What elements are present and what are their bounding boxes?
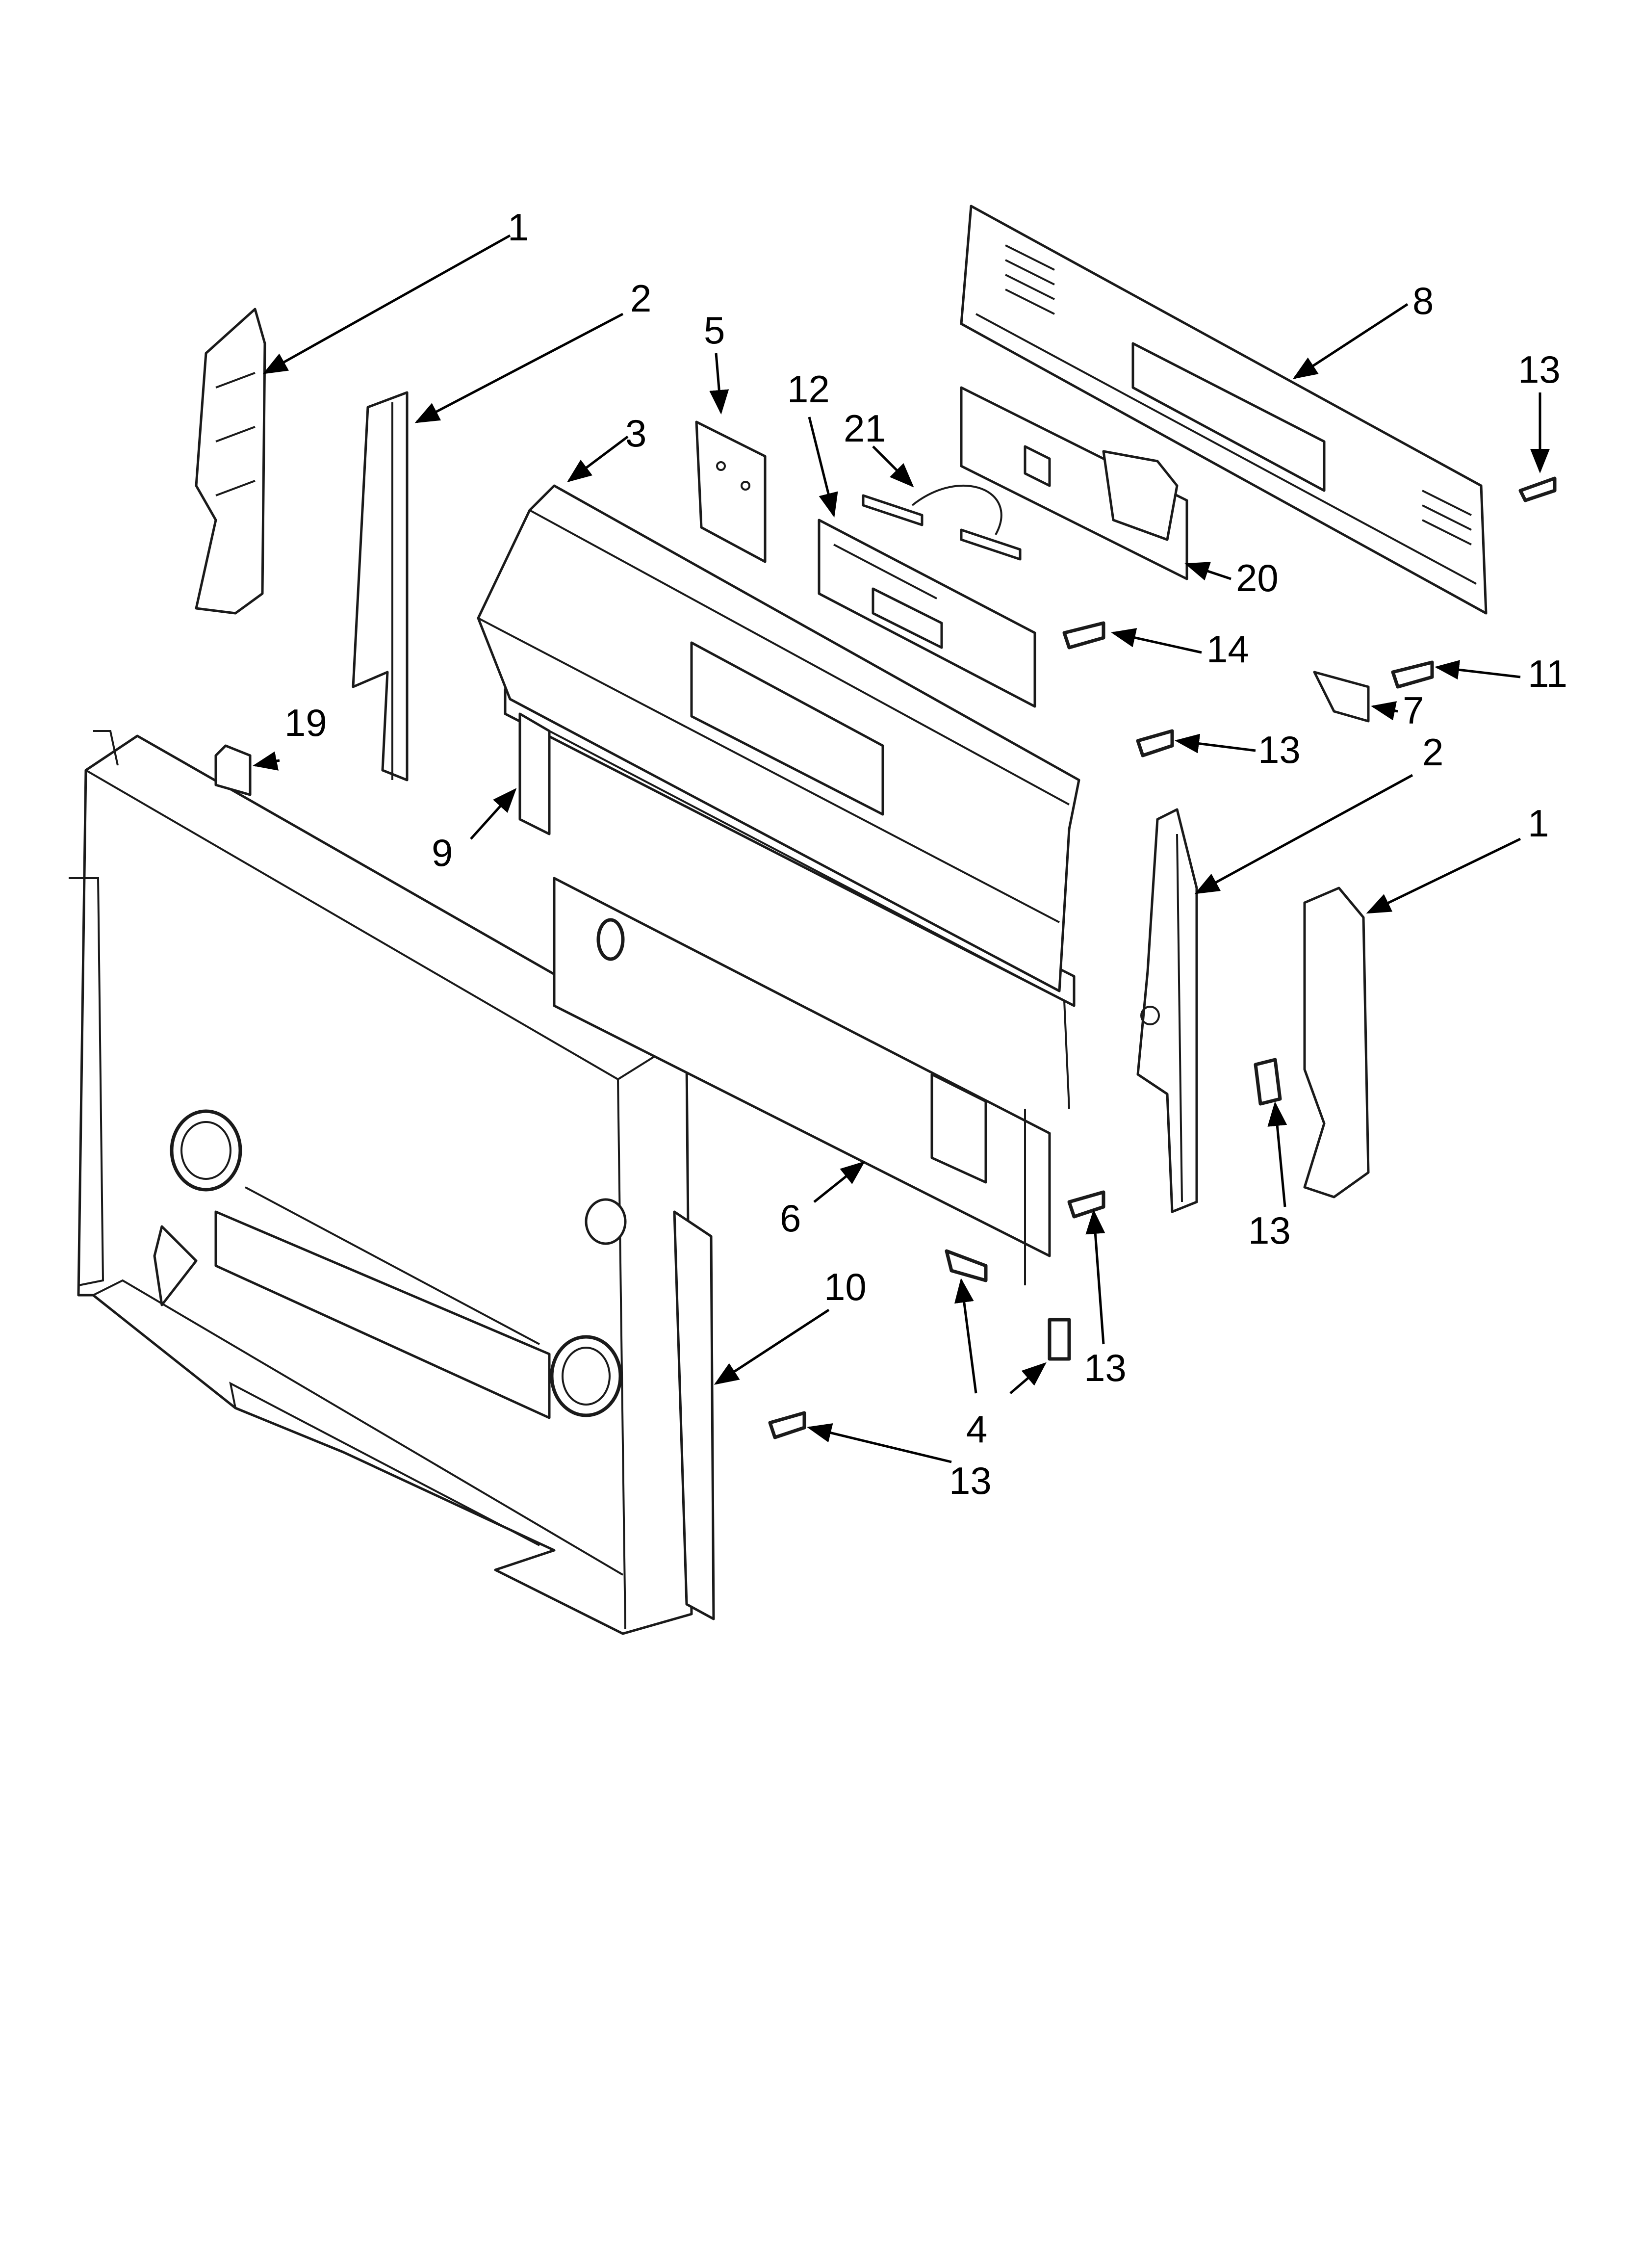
part-21-harness (862, 484, 1022, 561)
leader-lines (253, 234, 1550, 1463)
part-3-control-panel (477, 484, 1080, 992)
callout-5: 5 (704, 309, 725, 352)
callout-11: 11 (1528, 652, 1567, 695)
part-5-board (695, 420, 767, 563)
screw-14 (1062, 621, 1105, 650)
callout-13-top-right: 13 (1518, 348, 1561, 391)
callout-7: 7 (1403, 689, 1424, 732)
callout-8: 8 (1412, 279, 1434, 322)
part-10-panel (69, 730, 715, 1635)
screw-11 (1391, 660, 1434, 689)
screw-13-bottom (768, 1411, 806, 1439)
callout-labels: 1 2 5 12 21 3 8 13 20 14 11 7 13 19 9 2 … (284, 206, 1567, 1502)
callout-20: 20 (1236, 556, 1279, 600)
callout-14: 14 (1206, 627, 1249, 671)
screw-13-top-right (1518, 476, 1557, 502)
part-2-right-bracket (1136, 808, 1198, 1213)
callout-4: 4 (966, 1408, 987, 1451)
callout-19: 19 (284, 701, 327, 744)
part-8-trim (960, 205, 1488, 615)
callout-13-mid: 13 (1258, 728, 1301, 771)
part-19-clip (214, 744, 252, 796)
callout-13-right-trim: 13 (1248, 1209, 1291, 1252)
part-1-left-trim (195, 308, 266, 615)
screw-13-mid (1136, 729, 1174, 757)
callout-10: 10 (824, 1265, 867, 1308)
callout-9: 9 (432, 831, 453, 874)
part-1-right-trim (1303, 886, 1370, 1199)
callout-13-lower-right: 13 (1084, 1346, 1127, 1389)
callout-3: 3 (625, 412, 646, 455)
screws (768, 476, 1557, 1439)
part-20-bracket (960, 386, 1188, 580)
callout-21: 21 (844, 407, 886, 450)
screw-4-b (1048, 1318, 1071, 1361)
callout-12: 12 (787, 367, 830, 411)
callout-2-right: 2 (1422, 730, 1443, 774)
part-2-left-bracket (352, 391, 409, 782)
callout-2-left: 2 (630, 277, 651, 320)
screw-4-a (945, 1249, 988, 1282)
part-12-control (818, 519, 1036, 708)
callout-1-right: 1 (1528, 802, 1549, 845)
callout-6: 6 (780, 1197, 801, 1240)
screw-13-lower-right (1067, 1190, 1105, 1219)
part-6-plate (553, 877, 1051, 1285)
part-7-bracket (1313, 671, 1370, 723)
callout-13-bottom: 13 (949, 1459, 992, 1502)
screw-13-right-trim (1254, 1058, 1282, 1106)
callout-1-left: 1 (508, 206, 529, 249)
